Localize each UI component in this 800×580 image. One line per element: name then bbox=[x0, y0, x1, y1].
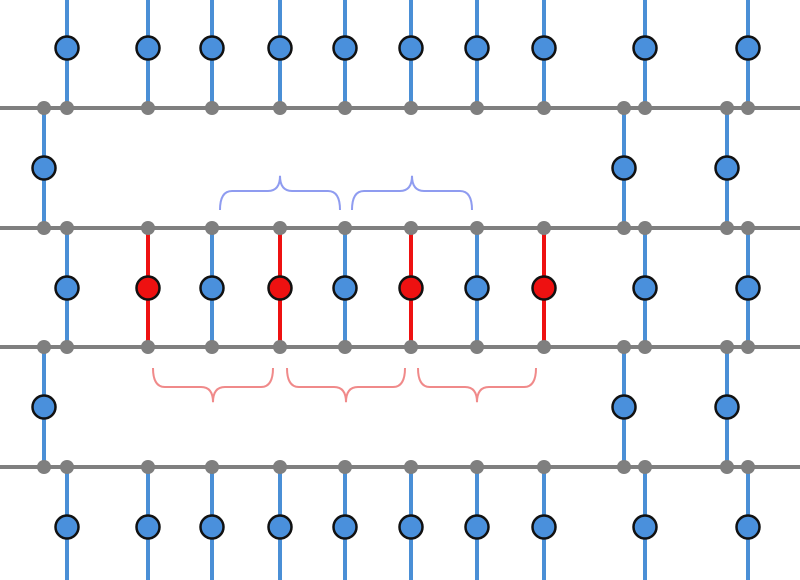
lower-brace bbox=[417, 367, 537, 403]
junction-dot bbox=[741, 340, 755, 354]
node-top bbox=[135, 35, 161, 61]
node-middle bbox=[199, 275, 225, 301]
node-top bbox=[54, 35, 80, 61]
junction-dot bbox=[537, 221, 551, 235]
junction-dot bbox=[273, 101, 287, 115]
node-top bbox=[267, 35, 293, 61]
junction-dot bbox=[638, 221, 652, 235]
junction-dot bbox=[205, 101, 219, 115]
node-middle bbox=[464, 275, 490, 301]
junction-dot bbox=[205, 221, 219, 235]
node-top bbox=[199, 35, 225, 61]
junction-dot bbox=[404, 221, 418, 235]
junction-dot bbox=[741, 101, 755, 115]
junction-dot bbox=[638, 340, 652, 354]
node-middle bbox=[632, 275, 658, 301]
junction-dot bbox=[37, 101, 51, 115]
junction-dot bbox=[60, 221, 74, 235]
junction-dot bbox=[37, 460, 51, 474]
upper-brace bbox=[351, 175, 473, 211]
junction-dot bbox=[60, 460, 74, 474]
junction-dot bbox=[741, 221, 755, 235]
junction-dot bbox=[141, 221, 155, 235]
node-bottom bbox=[332, 514, 358, 540]
node-upper-side bbox=[31, 155, 57, 181]
node-bottom bbox=[632, 514, 658, 540]
junction-dot bbox=[638, 460, 652, 474]
junction-dot bbox=[617, 221, 631, 235]
junction-dot bbox=[720, 340, 734, 354]
junction-dot bbox=[617, 460, 631, 474]
highlighted-node bbox=[267, 275, 293, 301]
junction-dot bbox=[37, 340, 51, 354]
junction-dot bbox=[537, 460, 551, 474]
junction-dot bbox=[470, 101, 484, 115]
junction-dot bbox=[273, 340, 287, 354]
node-upper-side bbox=[611, 155, 637, 181]
junction-dot bbox=[60, 340, 74, 354]
lower-brace bbox=[152, 367, 274, 403]
node-bottom bbox=[54, 514, 80, 540]
node-bottom bbox=[735, 514, 761, 540]
junction-dot bbox=[720, 460, 734, 474]
node-bottom bbox=[464, 514, 490, 540]
junction-dot bbox=[205, 460, 219, 474]
node-bottom bbox=[531, 514, 557, 540]
junction-dot bbox=[273, 460, 287, 474]
junction-dot bbox=[338, 221, 352, 235]
node-middle bbox=[735, 275, 761, 301]
node-lower-side bbox=[31, 394, 57, 420]
node-bottom bbox=[398, 514, 424, 540]
highlighted-node bbox=[135, 275, 161, 301]
junction-dot bbox=[470, 221, 484, 235]
junction-dot bbox=[404, 460, 418, 474]
node-top bbox=[632, 35, 658, 61]
node-upper-side bbox=[714, 155, 740, 181]
junction-dot bbox=[720, 221, 734, 235]
node-lower-side bbox=[714, 394, 740, 420]
junction-dot bbox=[470, 460, 484, 474]
node-top bbox=[398, 35, 424, 61]
lower-brace bbox=[286, 367, 406, 403]
junction-dot bbox=[720, 101, 734, 115]
junction-dot bbox=[537, 340, 551, 354]
junction-dot bbox=[537, 101, 551, 115]
junction-dot bbox=[60, 101, 74, 115]
junction-dot bbox=[37, 221, 51, 235]
junction-dot bbox=[141, 460, 155, 474]
highlighted-node bbox=[531, 275, 557, 301]
junction-dot bbox=[741, 460, 755, 474]
junction-dot bbox=[205, 340, 219, 354]
node-middle bbox=[332, 275, 358, 301]
node-top bbox=[531, 35, 557, 61]
junction-dot bbox=[338, 101, 352, 115]
junction-dot bbox=[338, 340, 352, 354]
junction-dot bbox=[141, 340, 155, 354]
junction-dot bbox=[617, 101, 631, 115]
junction-dot bbox=[141, 101, 155, 115]
highlighted-node bbox=[398, 275, 424, 301]
junction-dot bbox=[404, 101, 418, 115]
node-top bbox=[332, 35, 358, 61]
node-middle bbox=[54, 275, 80, 301]
junction-dot bbox=[638, 101, 652, 115]
node-top bbox=[735, 35, 761, 61]
junction-dot bbox=[273, 221, 287, 235]
junction-dot bbox=[404, 340, 418, 354]
junction-dot bbox=[617, 340, 631, 354]
junction-dot bbox=[470, 340, 484, 354]
node-top bbox=[464, 35, 490, 61]
node-bottom bbox=[267, 514, 293, 540]
node-lower-side bbox=[611, 394, 637, 420]
junction-dot bbox=[338, 460, 352, 474]
node-bottom bbox=[199, 514, 225, 540]
upper-brace bbox=[219, 175, 341, 211]
node-bottom bbox=[135, 514, 161, 540]
